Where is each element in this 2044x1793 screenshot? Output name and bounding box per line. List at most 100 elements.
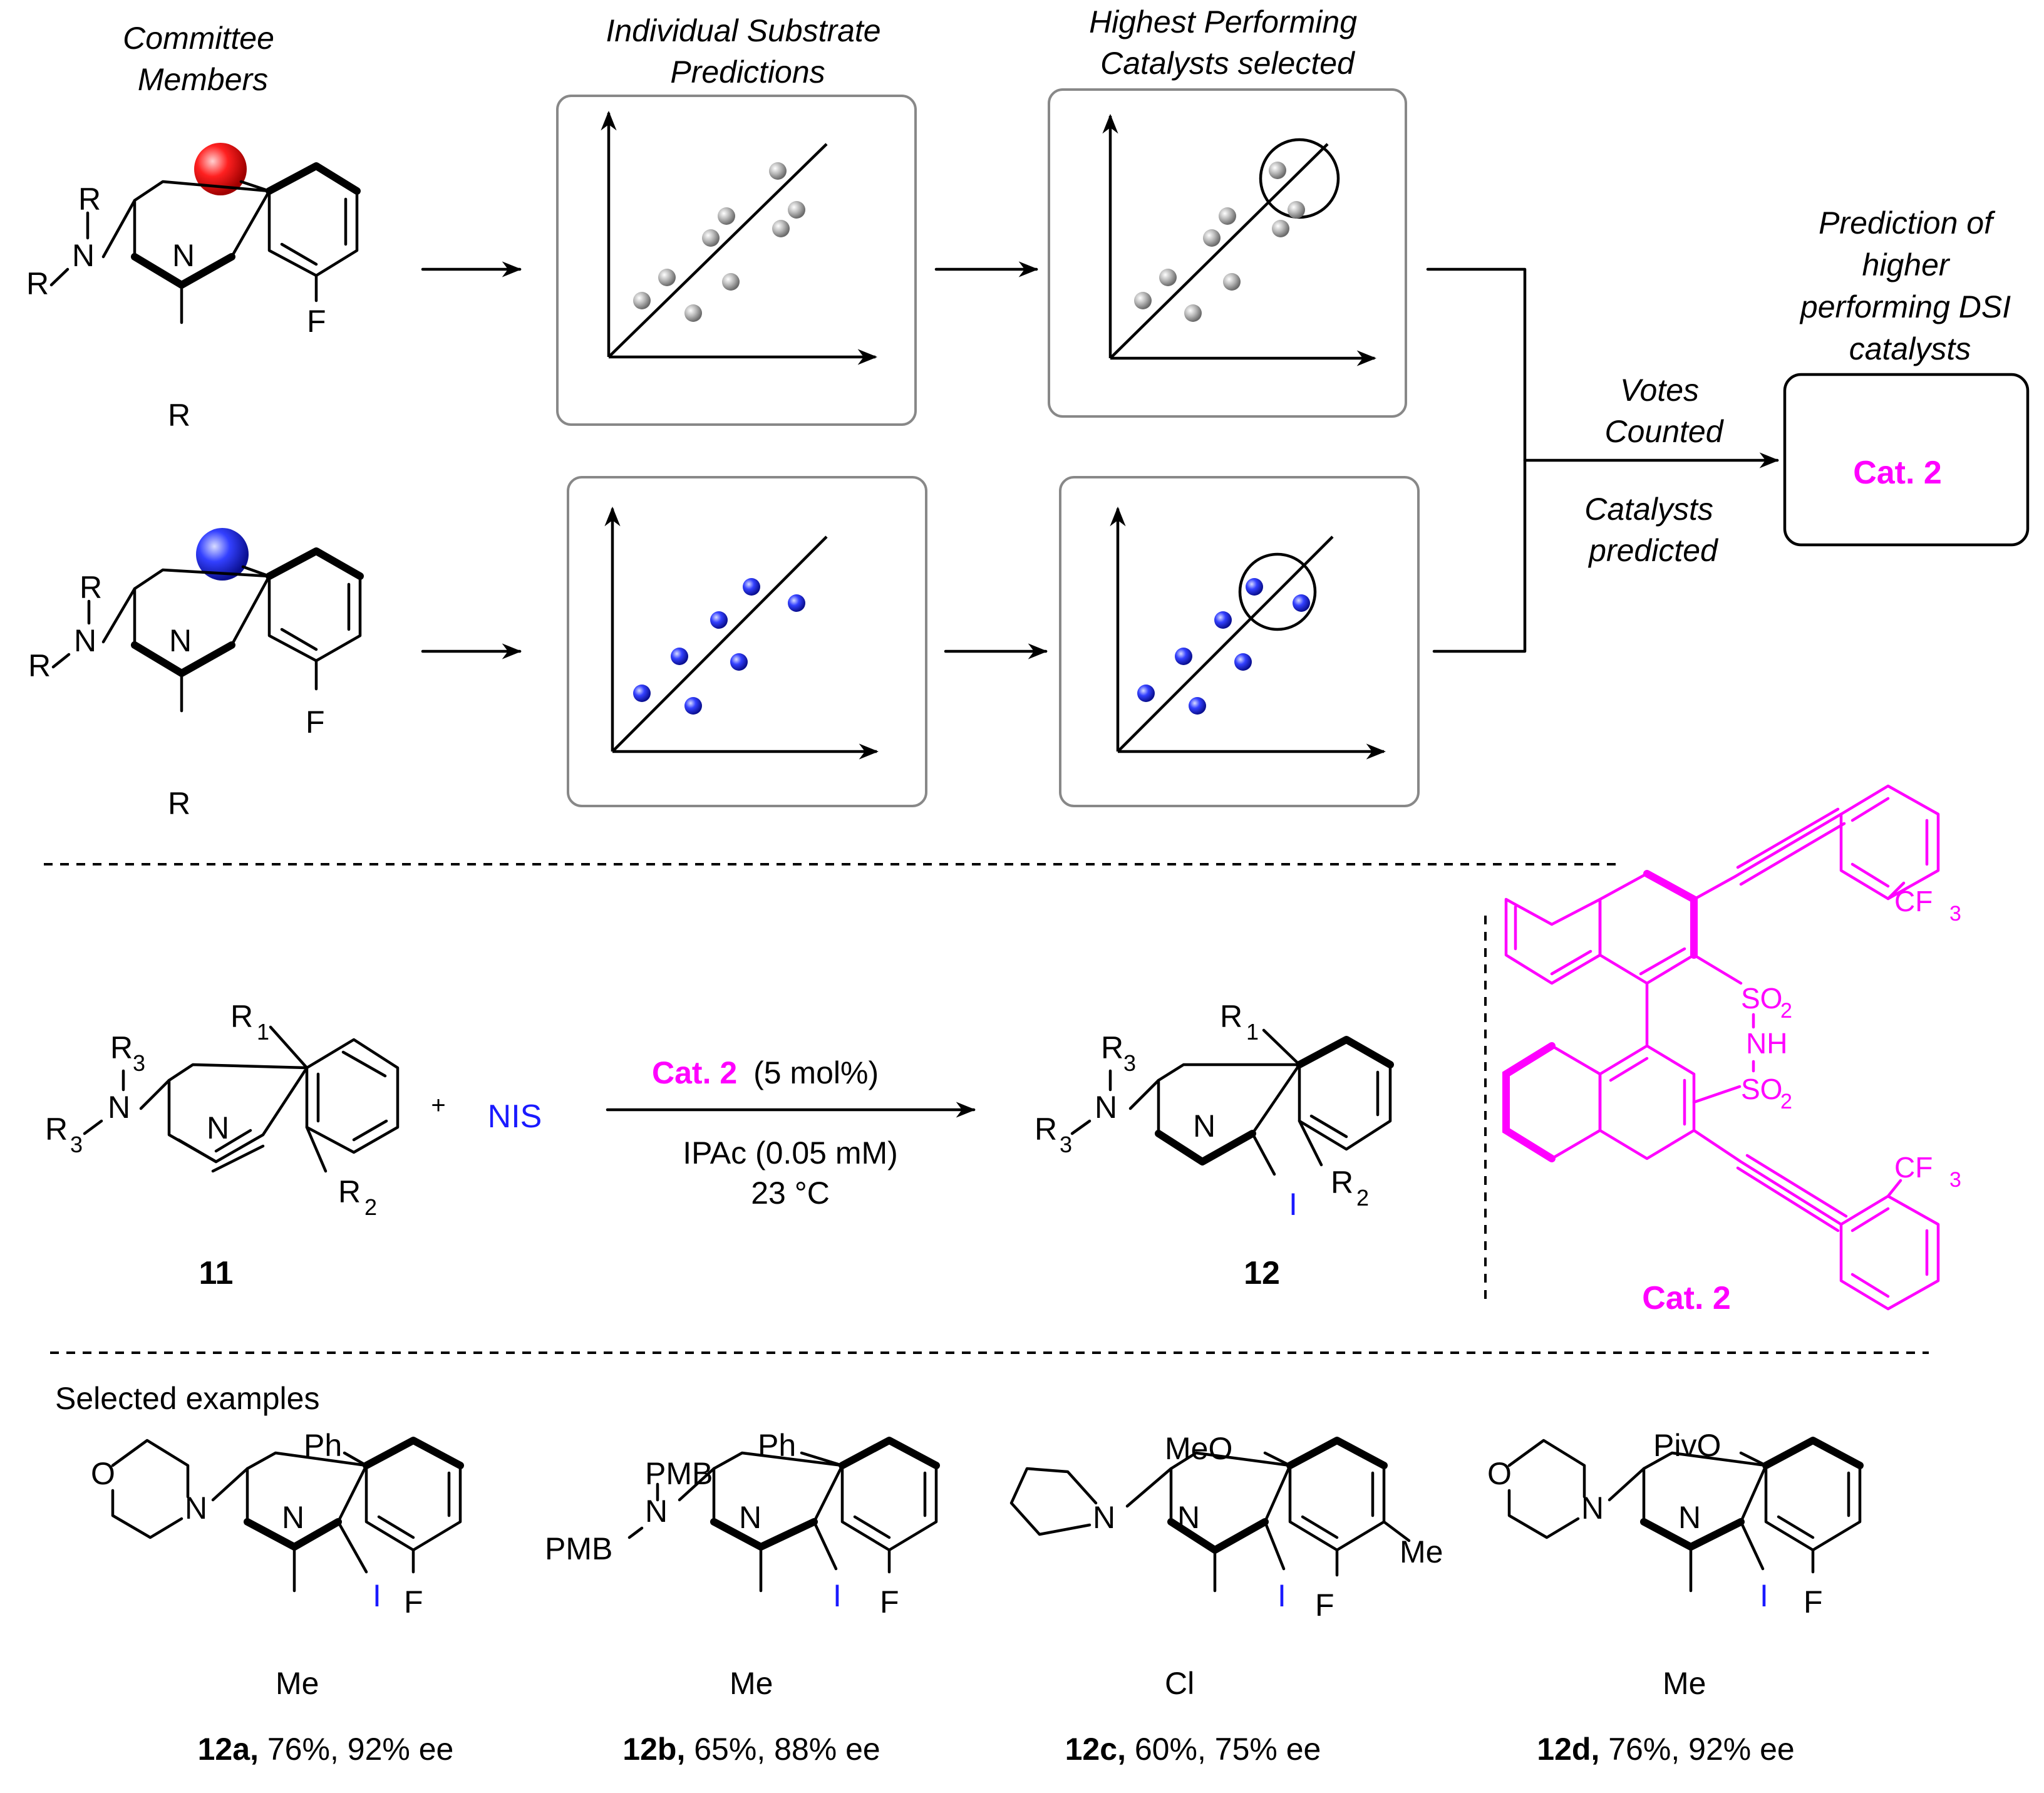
r-label: R (168, 786, 190, 821)
catalyst-2-label: Cat. 2 (1642, 1280, 1731, 1316)
r3-subscript: 3 (70, 1132, 83, 1157)
prediction-header: Prediction of higher performing DSI cata… (1799, 205, 2020, 366)
selection-circle (1238, 552, 1317, 631)
amine-n-label: N (72, 238, 95, 273)
so2-label-bottom: SO (1741, 1073, 1782, 1105)
r-label: R (26, 266, 49, 301)
blue-selected-points (1137, 578, 1310, 715)
example-12a: Ph F N I Me N O 12a, 76%, 92% ee (91, 1428, 464, 1767)
r1-subscript: 1 (1246, 1019, 1259, 1045)
blue-model-sphere (196, 528, 249, 581)
example-12b: Ph F N I Me N PMB PMB 12b, 65%, 88% ee (545, 1428, 940, 1767)
iodo-label: I (1760, 1578, 1768, 1613)
fluoro-label: F (404, 1584, 423, 1620)
fluoro-label: F (306, 705, 325, 740)
pyridine-n-label: N (1193, 1108, 1216, 1144)
catalysts-predicted-label: Catalysts predicted (1584, 492, 1722, 568)
fluoro-label: F (1804, 1584, 1823, 1620)
individual-predictions-header: Individual Substrate Predictions (606, 13, 889, 90)
so2-label-top: SO (1741, 982, 1782, 1015)
committee-member-blue: F N R N R R (28, 528, 364, 821)
r2-label: R (338, 1174, 361, 1209)
substrate-11: R 1 R 2 N N R 3 R 3 (45, 999, 400, 1220)
plus-sign: + (431, 1092, 445, 1119)
panel-individual-blue (567, 476, 927, 807)
pyridine-n-label: N (282, 1500, 304, 1535)
example-12d: PivO F N I Me N O 12d, 76%, 92% ee (1487, 1428, 1864, 1767)
votes-counted-label: Votes Counted (1604, 373, 1724, 449)
methyl-label: Me (276, 1666, 319, 1701)
cf3-label-bottom: CF (1894, 1151, 1933, 1184)
r3-label: R (45, 1112, 68, 1147)
r-label: R (78, 182, 101, 217)
r-label: R (28, 648, 51, 683)
methyl-label: Me (1663, 1666, 1706, 1701)
example-12d-caption: 12d, 76%, 92% ee (1537, 1732, 1794, 1767)
amine-n-label: N (74, 623, 96, 658)
pmb-label-left: PMB (545, 1531, 612, 1566)
product-number: 12 (1244, 1255, 1280, 1291)
merge-bracket (1426, 267, 1527, 653)
committee-member-red: F N R N R R (26, 143, 361, 433)
r1-label: R (230, 999, 253, 1034)
predicted-catalyst-box (1783, 373, 2030, 547)
pyridine-n-label: N (739, 1500, 761, 1535)
r1-label: R (1220, 999, 1242, 1034)
fluoro-label: F (880, 1584, 899, 1620)
r2-label: R (1331, 1165, 1353, 1200)
morpholine-o-label: O (91, 1456, 115, 1491)
committee-workflow: Committee Members Individual Substrate P… (26, 4, 2030, 821)
examples-heading: Selected examples (55, 1381, 319, 1416)
methoxy-label: MeO (1165, 1431, 1232, 1466)
so2-subscript: 2 (1780, 1090, 1792, 1114)
gray-selected-points (1134, 162, 1305, 322)
predicted-catalyst-label: Cat. 2 (1853, 455, 1942, 491)
cf3-subscript: 3 (1949, 902, 1961, 926)
product-12: R 1 R 2 N I N R 3 R 3 (1035, 999, 1394, 1222)
example-12a-caption: 12a, 76%, 92% ee (198, 1732, 454, 1767)
panel-selected-red (1048, 88, 1407, 418)
pyrrolidine-n-label: N (1093, 1500, 1115, 1535)
r2-subscript: 2 (364, 1194, 377, 1220)
example-12c: MeO Me F N I Cl N 12c, 60%, 75% ee (1009, 1431, 1443, 1767)
example-12c-caption: 12c, 60%, 75% ee (1065, 1732, 1321, 1767)
r3-subscript: 3 (1123, 1050, 1136, 1076)
nh-label: NH (1746, 1027, 1787, 1060)
r1-subscript: 1 (257, 1019, 269, 1045)
solvent-condition: IPAc (0.05 mM) (683, 1135, 898, 1170)
pmb-label-top: PMB (645, 1456, 713, 1491)
catalyst-2-structure: CF 3 SO 2 NH SO 2 CF 3 Cat. 2 (1502, 784, 1961, 1316)
r-label: R (168, 398, 190, 433)
gray-prediction-points (633, 162, 805, 322)
fluoro-label: F (1315, 1588, 1334, 1623)
morpholine-o-label: O (1487, 1456, 1512, 1491)
temperature-condition: 23 °C (751, 1176, 830, 1211)
amine-n-label: N (1095, 1090, 1117, 1125)
blue-prediction-points (633, 578, 805, 715)
committee-header: Committee Members (123, 21, 283, 97)
r3-label: R (1101, 1030, 1123, 1065)
iodo-label: I (373, 1578, 381, 1613)
reagent-nis: NIS (488, 1098, 542, 1135)
r2-subscript: 2 (1356, 1185, 1369, 1211)
r3-label: R (1035, 1112, 1057, 1147)
panel-individual-red (556, 95, 917, 426)
methyl-label: Me (730, 1666, 773, 1701)
iodo-label: I (1278, 1578, 1286, 1613)
panel-selected-blue (1059, 476, 1420, 807)
pyridine-n-label: N (207, 1110, 229, 1145)
r3-subscript: 3 (1060, 1132, 1072, 1157)
reaction-scheme: R 1 R 2 N N R 3 R 3 11 + NIS Cat. 2 (5 m… (45, 999, 1394, 1291)
pyridine-n-label: N (172, 238, 195, 273)
methyl-label: Me (1400, 1534, 1443, 1569)
iodo-label: I (1289, 1187, 1298, 1222)
cf3-subscript: 3 (1949, 1168, 1961, 1192)
iodo-label: I (833, 1578, 842, 1613)
catalyst-condition: Cat. 2 (5 mol%) (652, 1055, 879, 1090)
substrate-number: 11 (199, 1255, 234, 1291)
r-label: R (80, 570, 102, 605)
fluoro-label: F (307, 304, 326, 339)
r3-subscript: 3 (133, 1050, 145, 1076)
pyridine-n-label: N (1177, 1500, 1200, 1535)
